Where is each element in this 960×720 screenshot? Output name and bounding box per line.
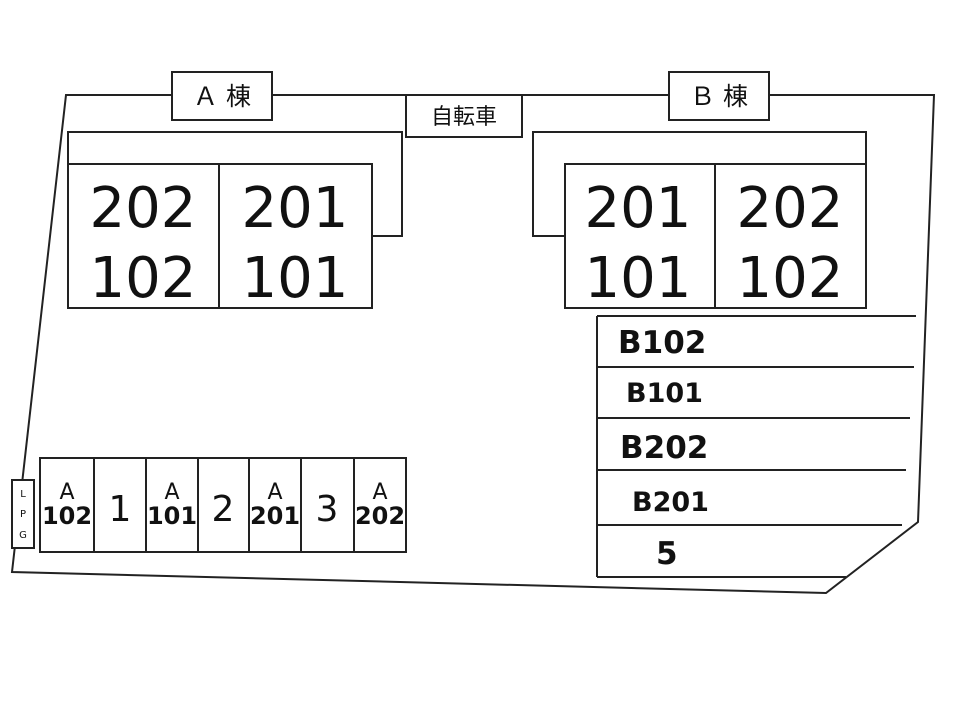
unit-a-101: 101: [242, 246, 349, 311]
bicycle-parking-label-text: 自転車: [431, 105, 497, 130]
lpg-storage: L P G: [11, 479, 35, 549]
parking-space-a201-number: 201: [250, 502, 300, 530]
building-b-label-text: Ｂ 棟: [690, 82, 748, 111]
building-b: 201 202 101 102: [532, 131, 867, 311]
unit-a-201: 201: [242, 176, 349, 241]
unit-b-102: 102: [737, 246, 844, 311]
parking-space-1: 1: [109, 489, 132, 530]
unit-a-202: 202: [90, 176, 197, 241]
parking-lanes-right: B102 B101 B202 B201 5: [596, 315, 916, 578]
parking-space-3: 3: [316, 489, 339, 530]
parking-lane-b201: B201: [632, 487, 709, 518]
lot-boundary: [10, 94, 936, 595]
bicycle-parking-label: 自転車: [405, 94, 523, 138]
lpg-p: P: [20, 509, 26, 520]
parking-space-2: 2: [212, 489, 235, 530]
parking-space-a202-prefix: A: [372, 480, 387, 505]
lpg-l: L: [20, 489, 26, 500]
building-a-label-text: Ａ 棟: [193, 82, 251, 111]
parking-lane-b101: B101: [626, 378, 703, 409]
unit-b-201: 201: [585, 176, 692, 241]
parking-space-a101-number: 101: [147, 502, 197, 530]
parking-space-a102-number: 102: [42, 502, 92, 530]
parking-space-a201-prefix: A: [267, 480, 282, 505]
building-a-outline: [67, 131, 403, 237]
parking-space-a102-prefix: A: [59, 480, 74, 505]
building-b-label: Ｂ 棟: [668, 71, 770, 121]
parking-space-a101-prefix: A: [164, 480, 179, 505]
unit-b-101: 101: [585, 246, 692, 311]
building-b-outline: [532, 131, 867, 237]
lpg-g: G: [19, 530, 27, 541]
parking-row-bottom: A 102 1 A 101 2 A 201 3 A 202: [39, 457, 407, 553]
unit-b-202: 202: [737, 176, 844, 241]
parking-row-bottom-outline: [39, 457, 407, 553]
unit-a-102: 102: [90, 246, 197, 311]
building-a-label: Ａ 棟: [171, 71, 273, 121]
parking-lane-5: 5: [656, 536, 678, 572]
parking-lane-b102: B102: [618, 325, 706, 361]
building-a: 202 201 102 101: [67, 131, 403, 311]
parking-space-a202-number: 202: [355, 502, 405, 530]
parking-lane-b202: B202: [620, 430, 708, 466]
